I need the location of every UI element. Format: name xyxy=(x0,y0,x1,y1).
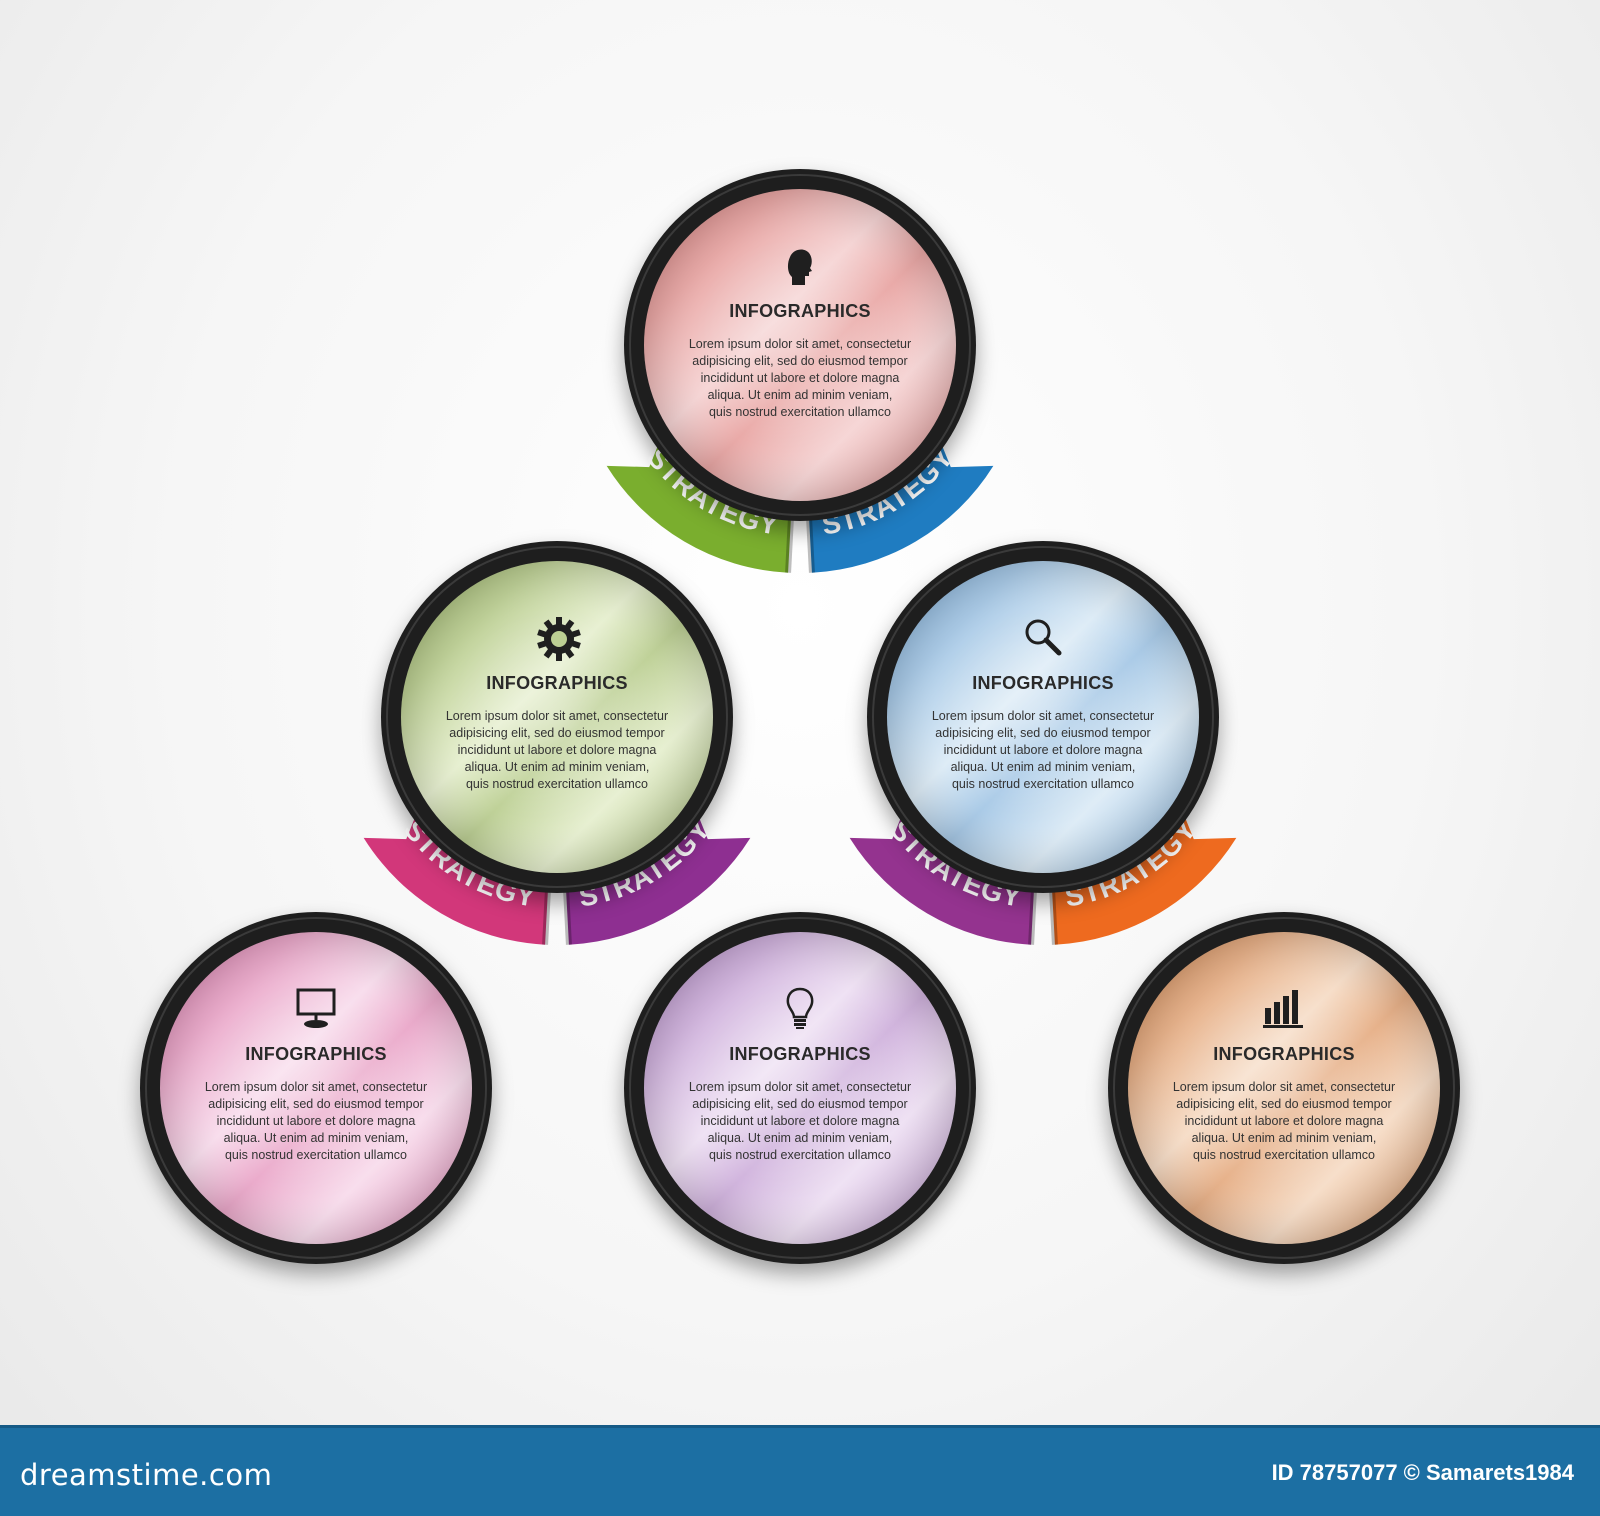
node-body-line: Lorem ipsum dolor sit amet, consectetur xyxy=(204,1080,428,1094)
node-title: INFOGRAPHICS xyxy=(486,673,628,693)
node-body-line: adipisicing elit, sed do eiusmod tempor xyxy=(208,1097,424,1111)
node-title: INFOGRAPHICS xyxy=(729,1044,871,1064)
node-body-line: adipisicing elit, sed do eiusmod tempor xyxy=(1176,1097,1392,1111)
disc-ring-highlight xyxy=(872,546,1214,888)
node-body-line: quis nostrud exercitation ullamco xyxy=(465,777,649,791)
node-content-top: INFOGRAPHICS Lorem ipsum dolor sit amet, … xyxy=(650,243,950,421)
node-body-line: Lorem ipsum dolor sit amet, consectetur xyxy=(931,709,1155,723)
banner-ribbon xyxy=(1051,801,1237,945)
node-body-text: Lorem ipsum dolor sit amet, consectetur a… xyxy=(191,1079,441,1164)
node-body-line: adipisicing elit, sed do eiusmod tempor xyxy=(449,726,665,740)
node-body-text: Lorem ipsum dolor sit amet, consectetur a… xyxy=(918,708,1168,793)
banner-ribbon xyxy=(808,429,994,573)
node-body-line: quis nostrud exercitation ullamco xyxy=(1192,1148,1376,1162)
node-body-line: aliqua. Ut enim ad minim veniam, xyxy=(950,760,1136,774)
node-body-line: adipisicing elit, sed do eiusmod tempor xyxy=(692,354,908,368)
disc-sheen xyxy=(887,561,1199,873)
node-body-line: aliqua. Ut enim ad minim veniam, xyxy=(464,760,650,774)
node-title: INFOGRAPHICS xyxy=(972,673,1114,693)
disc-ring-highlight xyxy=(629,174,971,516)
node-body-line: Lorem ipsum dolor sit amet, consectetur xyxy=(445,709,669,723)
banner-ribbon xyxy=(363,801,549,945)
node-body-line: Lorem ipsum dolor sit amet, consectetur xyxy=(688,337,912,351)
node-body-line: aliqua. Ut enim ad minim veniam, xyxy=(707,388,893,402)
node-body-line: incididunt ut labore et dolore magna xyxy=(943,743,1143,757)
node-body-line: Lorem ipsum dolor sit amet, consectetur xyxy=(688,1080,912,1094)
disc-ring-highlight xyxy=(629,917,971,1259)
node-body-line: aliqua. Ut enim ad minim veniam, xyxy=(223,1131,409,1145)
node-title: INFOGRAPHICS xyxy=(729,301,871,321)
node-body-line: aliqua. Ut enim ad minim veniam, xyxy=(707,1131,893,1145)
banner-ribbon xyxy=(606,429,792,573)
node-content-bottom-left: INFOGRAPHICS Lorem ipsum dolor sit amet, … xyxy=(166,986,466,1164)
disc-sheen xyxy=(160,932,472,1244)
disc-sheen xyxy=(1128,932,1440,1244)
banner-ribbon xyxy=(565,801,751,945)
node-disc-bottom-left[interactable] xyxy=(140,912,492,1264)
node-body-line: incididunt ut labore et dolore magna xyxy=(216,1114,416,1128)
disc-sheen xyxy=(401,561,713,873)
node-body-text: Lorem ipsum dolor sit amet, consectetur a… xyxy=(675,1079,925,1164)
node-body-line: Lorem ipsum dolor sit amet, consectetur xyxy=(1172,1080,1396,1094)
disc-sheen xyxy=(644,189,956,501)
node-content-bottom-right: INFOGRAPHICS Lorem ipsum dolor sit amet, … xyxy=(1134,986,1434,1164)
gear-icon xyxy=(535,615,581,661)
node-title: INFOGRAPHICS xyxy=(245,1044,387,1064)
node-body-line: quis nostrud exercitation ullamco xyxy=(708,1148,892,1162)
disc-ring-highlight xyxy=(386,546,728,888)
node-body-line: adipisicing elit, sed do eiusmod tempor xyxy=(935,726,1151,740)
lightbulb-icon xyxy=(778,986,822,1030)
node-body-text: Lorem ipsum dolor sit amet, consectetur a… xyxy=(432,708,682,793)
node-content-bottom-center: INFOGRAPHICS Lorem ipsum dolor sit amet, … xyxy=(650,986,950,1164)
node-body-line: incididunt ut labore et dolore magna xyxy=(457,743,657,757)
footer-logo[interactable]: dreamstime.com xyxy=(20,1458,273,1492)
node-content-mid-left: INFOGRAPHICS Lorem ipsum dolor sit amet, … xyxy=(407,615,707,793)
node-body-text: Lorem ipsum dolor sit amet, consectetur a… xyxy=(675,336,925,421)
node-content-mid-right: INFOGRAPHICS Lorem ipsum dolor sit amet, … xyxy=(893,615,1193,793)
disc-ring-highlight xyxy=(1113,917,1455,1259)
node-body-line: aliqua. Ut enim ad minim veniam, xyxy=(1191,1131,1377,1145)
banner-ribbon xyxy=(849,801,1035,945)
node-disc-mid-right[interactable] xyxy=(867,541,1219,893)
node-body-line: incididunt ut labore et dolore magna xyxy=(700,371,900,385)
node-title: INFOGRAPHICS xyxy=(1213,1044,1355,1064)
disc-sheen xyxy=(644,932,956,1244)
node-disc-bottom-center[interactable] xyxy=(624,912,976,1264)
node-body-line: incididunt ut labore et dolore magna xyxy=(1184,1114,1384,1128)
node-disc-bottom-right[interactable] xyxy=(1108,912,1460,1264)
node-body-line: incididunt ut labore et dolore magna xyxy=(700,1114,900,1128)
footer-bar: dreamstime.com ID 78757077 © Samarets198… xyxy=(0,1425,1600,1516)
monitor-icon xyxy=(294,986,338,1030)
node-body-line: quis nostrud exercitation ullamco xyxy=(708,405,892,419)
bar-chart-icon xyxy=(1262,986,1306,1030)
disc-ring-highlight xyxy=(145,917,487,1259)
node-body-line: quis nostrud exercitation ullamco xyxy=(224,1148,408,1162)
magnifier-icon xyxy=(1021,615,1065,659)
node-disc-top[interactable] xyxy=(624,169,976,521)
person-head-icon xyxy=(778,243,822,287)
node-body-text: Lorem ipsum dolor sit amet, consectetur a… xyxy=(1159,1079,1409,1164)
node-body-line: quis nostrud exercitation ullamco xyxy=(951,777,1135,791)
node-disc-mid-left[interactable] xyxy=(381,541,733,893)
footer-credit: ID 78757077 © Samarets1984 xyxy=(1271,1460,1574,1485)
node-body-line: adipisicing elit, sed do eiusmod tempor xyxy=(692,1097,908,1111)
